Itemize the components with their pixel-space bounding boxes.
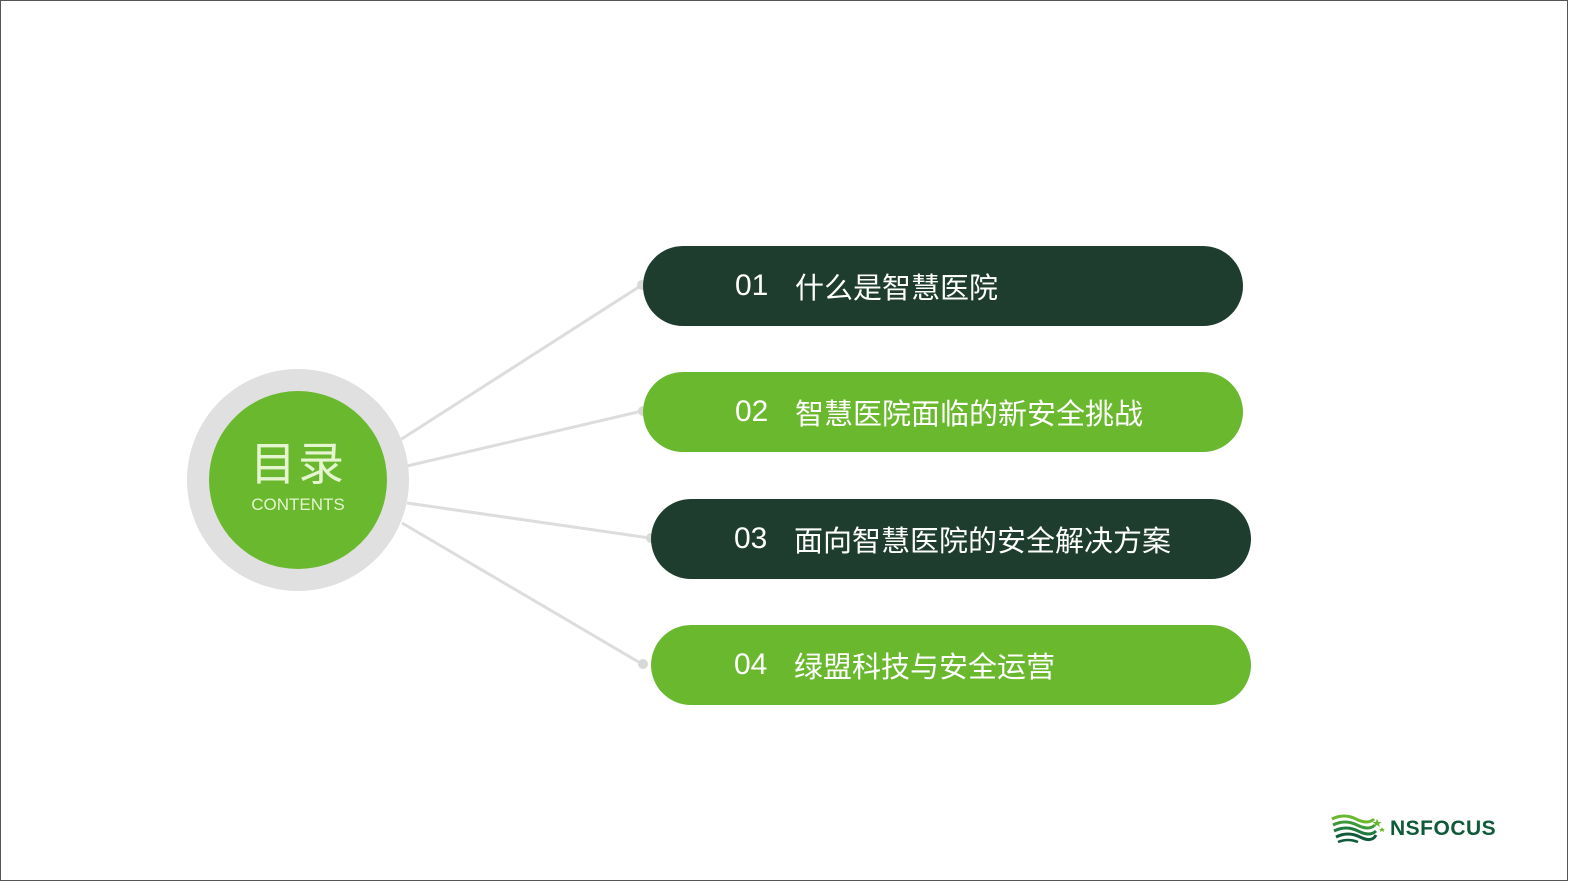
- toc-item-label: 绿盟科技与安全运营: [794, 650, 1056, 684]
- toc-item-04[interactable]: 04 绿盟科技与安全运营: [651, 625, 1251, 705]
- toc-item-number: 04: [734, 648, 768, 681]
- contents-title: 目录: [250, 437, 346, 491]
- logo-text: NSFOCUS: [1390, 817, 1497, 840]
- toc-item-number: 01: [735, 269, 769, 302]
- toc-item-03[interactable]: 03 面向智慧医院的安全解决方案: [651, 499, 1251, 579]
- nsfocus-logo: NSFOCUS: [1330, 812, 1496, 846]
- toc-item-label: 什么是智慧医院: [795, 271, 999, 305]
- flag-wave-icon: [1331, 814, 1385, 844]
- toc-item-01[interactable]: 01 什么是智慧医院: [643, 246, 1243, 326]
- toc-item-number: 02: [735, 395, 769, 428]
- toc-item-label: 面向智慧医院的安全解决方案: [794, 524, 1172, 558]
- contents-hub: [209, 391, 387, 569]
- toc-item-number: 03: [734, 522, 768, 555]
- contents-subtitle: CONTENTS: [251, 495, 345, 514]
- toc-item-label: 智慧医院面临的新安全挑战: [795, 397, 1144, 431]
- toc-item-02[interactable]: 02 智慧医院面临的新安全挑战: [643, 372, 1243, 452]
